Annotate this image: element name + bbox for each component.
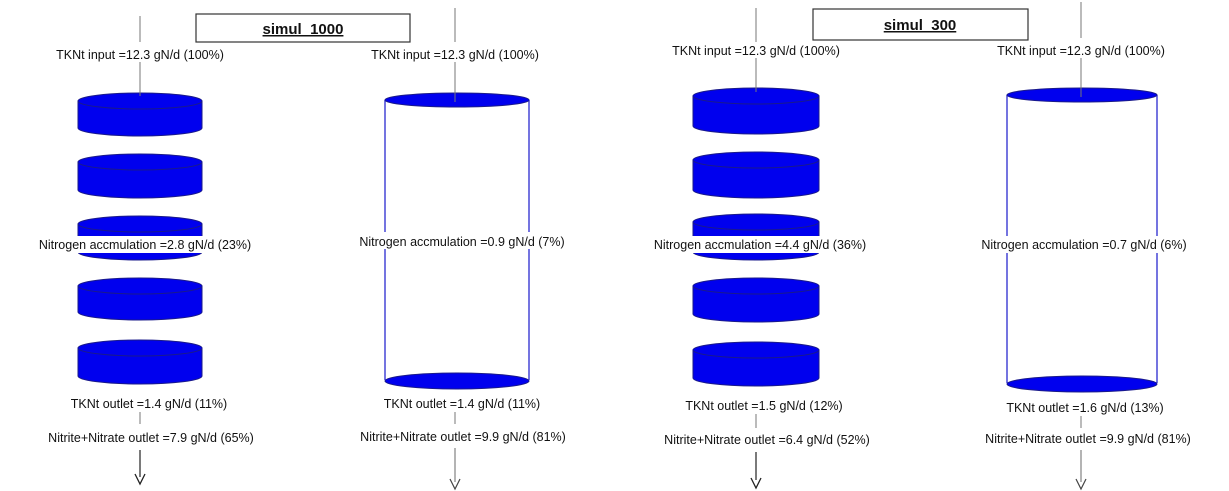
reactor-disk-top [77,277,203,295]
reactor-disk-top [77,339,203,357]
stacked-reactor [77,92,203,385]
simul-300-title-text: simul_300 [884,17,957,34]
column-simul-300-single: TKNt input =12.3 gN/d (100%) Nitrogen ac… [950,2,1218,491]
stacked-reactor [692,87,820,387]
nitrate-outlet-label: Nitrite+Nitrate outlet =9.9 gN/d (81%) [985,432,1191,446]
column-simul-1000-stacked: TKNt input =12.3 gN/d (100%) Nitrogen ac… [6,16,284,486]
label-backing [620,236,900,253]
reactor-disk [77,347,203,385]
simul-300-title: simul_300 [812,8,1029,41]
outlet-label: TKNt outlet =1.6 gN/d (13%) [1006,401,1163,415]
nitrate-outlet-label: Nitrite+Nitrate outlet =6.4 gN/d (52%) [664,433,870,447]
column-simul-1000-single: TKNt input =12.3 gN/d (100%) Nitrogen ac… [330,8,594,491]
accumulation-label: Nitrogen accmulation =4.4 gN/d (36%) [654,238,866,252]
column-simul-300-stacked: TKNt input =12.3 gN/d (100%) Nitrogen ac… [620,8,900,490]
reactor-top [1006,87,1158,103]
outlet-label: TKNt outlet =1.4 gN/d (11%) [71,397,227,411]
reactor-disk-top [692,277,820,295]
outlet-arrow-icon [750,477,762,490]
input-label: TKNt input =12.3 gN/d (100%) [672,44,840,58]
reactor-disk-top [77,153,203,171]
accumulation-label: Nitrogen accmulation =0.9 gN/d (7%) [359,235,564,249]
nitrate-outlet-label: Nitrite+Nitrate outlet =9.9 gN/d (81%) [360,430,566,444]
reactor-disk-top [77,215,203,233]
reactor-disk [77,285,203,321]
reactor-disk [77,100,203,137]
reactor-disk [692,285,820,323]
reactor-disk [692,349,820,387]
reactor-bottom [1006,375,1158,393]
reactor-disk [692,159,820,199]
outlet-label: TKNt outlet =1.5 gN/d (12%) [685,399,842,413]
input-label: TKNt input =12.3 gN/d (100%) [371,48,539,62]
input-label: TKNt input =12.3 gN/d (100%) [56,48,224,62]
reactor-disk [77,161,203,199]
accumulation-label: Nitrogen accmulation =2.8 gN/d (23%) [39,238,251,252]
reactor-disk-top [692,341,820,359]
accumulation-label: Nitrogen accmulation =0.7 gN/d (6%) [981,238,1186,252]
reactor-disk-top [692,213,820,231]
reactor-bottom [384,372,530,390]
outlet-arrow-icon [1075,478,1087,491]
outlet-arrow-icon [449,478,461,491]
input-label: TKNt input =12.3 gN/d (100%) [997,44,1165,58]
outlet-arrow-icon [134,473,146,486]
nitrate-outlet-label: Nitrite+Nitrate outlet =7.9 gN/d (65%) [48,431,254,445]
simul-1000-title-text: simul_1000 [263,21,344,38]
reactor-disk-top [692,151,820,169]
label-backing [330,232,594,249]
label-backing [950,236,1218,253]
label-backing [6,236,284,253]
outlet-label: TKNt outlet =1.4 gN/d (11%) [384,397,540,411]
simul-1000-title: simul_1000 [195,13,411,43]
reactor-disk [692,95,820,135]
reactor-top [384,92,530,108]
